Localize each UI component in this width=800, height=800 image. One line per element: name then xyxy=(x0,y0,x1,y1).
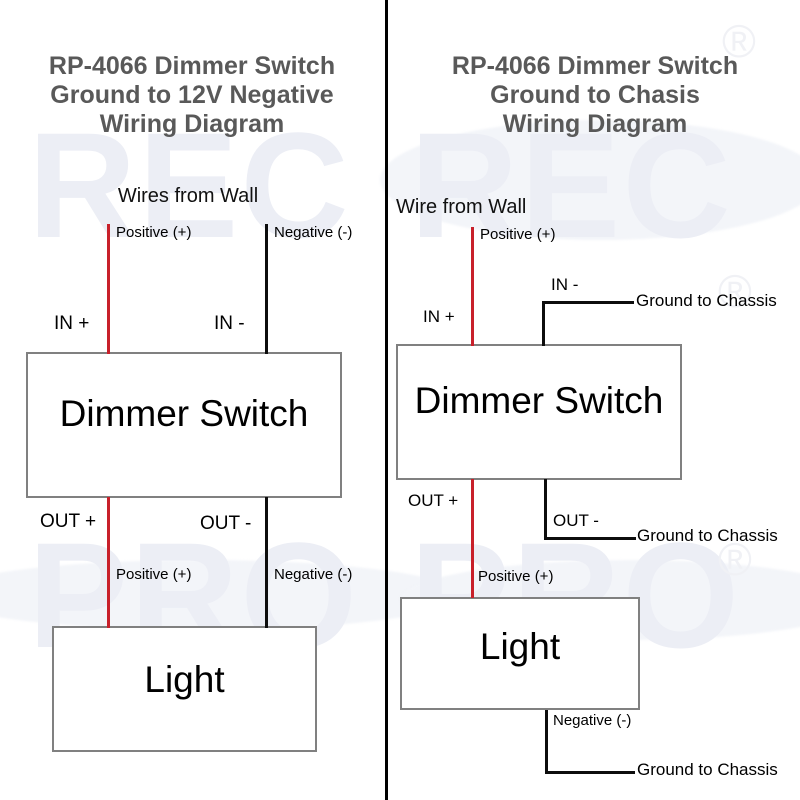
left-input-positive-wire xyxy=(107,224,110,354)
right-light-negative-wire-horizontal xyxy=(545,771,635,774)
watermark-swoosh-left xyxy=(0,560,460,630)
right-light-negative-label: Negative (-) xyxy=(553,712,632,729)
left-terminal-out-positive: OUT + xyxy=(40,511,97,532)
right-light-box: Light xyxy=(400,597,640,710)
left-input-negative-wire xyxy=(265,224,268,354)
left-output-positive-label: Positive (+) xyxy=(116,566,192,583)
right-out-negative-ground-label: Ground to Chassis xyxy=(637,526,778,545)
left-source-label: Wires from Wall xyxy=(117,185,259,207)
left-light-box: Light xyxy=(52,626,317,752)
right-in-negative-ground-label: Ground to Chassis xyxy=(636,291,777,310)
right-panel-title: RP-4066 Dimmer Switch Ground to Chasis W… xyxy=(451,52,739,138)
left-light-label: Light xyxy=(144,659,225,700)
right-light-label: Light xyxy=(479,626,561,667)
right-in-negative-wire-vertical xyxy=(542,301,545,346)
right-dimmer-switch-box: Dimmer Switch xyxy=(396,344,682,480)
right-source-label: Wire from Wall xyxy=(396,196,527,218)
right-terminal-in-positive: IN + xyxy=(423,307,455,326)
right-light-negative-ground-label: Ground to Chassis xyxy=(637,760,778,779)
left-terminal-in-positive: IN + xyxy=(54,313,90,334)
right-light-negative-wire-vertical xyxy=(545,710,548,774)
right-output-positive-label: Positive (+) xyxy=(478,568,554,585)
panel-divider xyxy=(385,0,388,800)
left-terminal-in-negative: IN - xyxy=(214,313,245,334)
right-input-positive-label: Positive (+) xyxy=(480,226,556,243)
left-panel-title: RP-4066 Dimmer Switch Ground to 12V Nega… xyxy=(48,52,336,138)
left-input-positive-label: Positive (+) xyxy=(116,224,192,241)
left-output-positive-wire xyxy=(107,497,110,628)
left-dimmer-switch-label: Dimmer Switch xyxy=(59,393,309,434)
right-terminal-out-negative: OUT - xyxy=(553,511,599,530)
right-terminal-out-positive: OUT + xyxy=(408,491,459,510)
left-dimmer-switch-box: Dimmer Switch xyxy=(26,352,342,498)
right-out-negative-wire-horizontal xyxy=(544,537,636,540)
left-terminal-out-negative: OUT - xyxy=(200,513,252,534)
right-out-negative-wire-vertical xyxy=(544,479,547,540)
right-in-negative-wire-horizontal xyxy=(542,301,634,304)
left-output-negative-wire xyxy=(265,497,268,628)
right-terminal-in-negative: IN - xyxy=(551,275,579,294)
left-output-negative-label: Negative (-) xyxy=(274,566,353,583)
left-input-negative-label: Negative (-) xyxy=(274,224,353,241)
right-input-positive-wire xyxy=(471,227,474,346)
right-dimmer-switch-label: Dimmer Switch xyxy=(414,380,664,421)
right-output-positive-wire xyxy=(471,479,474,598)
